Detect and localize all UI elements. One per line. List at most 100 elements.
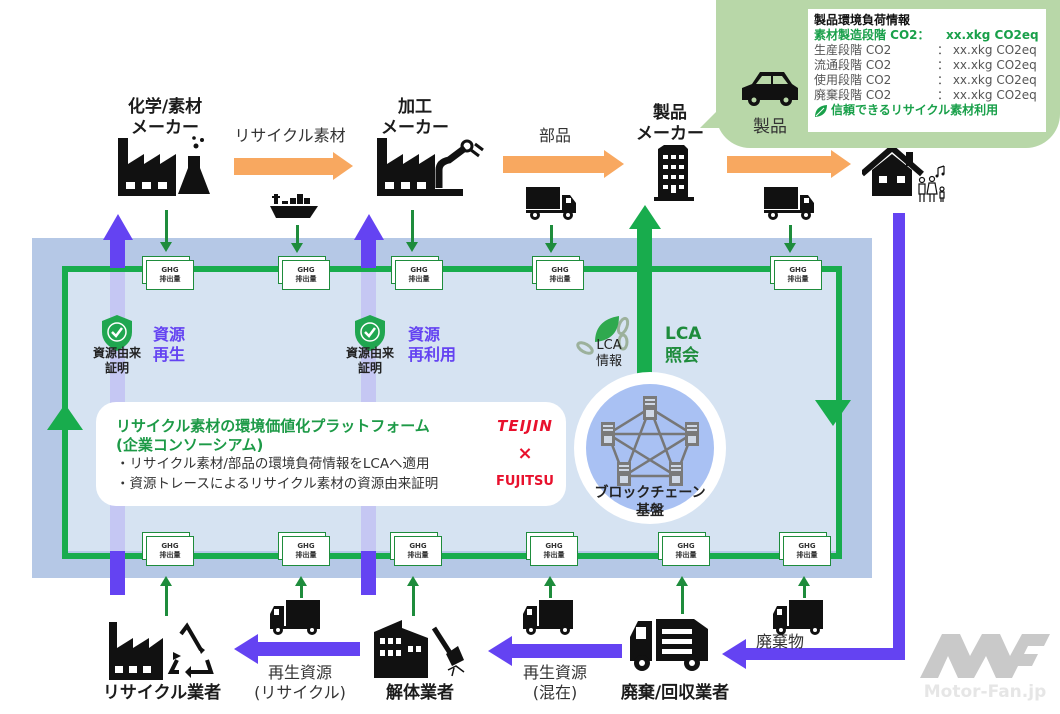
label-waste: 廃棄物 — [755, 632, 804, 651]
flow-parts — [503, 156, 605, 173]
blockchain-network-icon — [601, 396, 699, 486]
ghg-arrow-up — [407, 576, 419, 616]
teijin-logo: TEIJIN — [497, 417, 553, 435]
ghg-arrow-up — [544, 576, 556, 598]
resource-flow-up-1 — [110, 240, 125, 268]
waste-flow-left — [745, 648, 905, 660]
label-recycle-resource: 再生資源 (リサイクル) — [254, 663, 346, 702]
ghg-label: GHG — [161, 542, 179, 550]
garbage-truck-icon — [630, 619, 708, 671]
recycle-resource-flow — [256, 642, 360, 656]
ghg-label: GHG — [409, 542, 427, 550]
ghg-arrow-up — [676, 576, 688, 614]
ghg-sublabel: 排出量 — [675, 551, 697, 559]
platform-bullet: ・リサイクル素材/部品の環境負荷情報をLCAへ適用 — [116, 456, 430, 472]
bubble-pointer — [700, 88, 740, 128]
ghg-label: GHG — [789, 266, 807, 274]
ghg-arrow-down — [291, 225, 303, 253]
mixed-resource-arrowhead — [488, 636, 512, 666]
flow-arrowhead-1 — [333, 152, 353, 180]
office-building-icon — [654, 145, 694, 201]
ghg-sublabel: 排出量 — [796, 551, 818, 559]
platform-subtitle: (企業コンソーシアム) — [116, 436, 264, 454]
loop-arrow-down — [815, 400, 851, 426]
product-info-panel: 製品環境負荷情報 素材製造段階 CO2： xx.xkg CO2eq 生産段階 C… — [808, 9, 1046, 132]
platform-bullet: ・資源トレースによるリサイクル素材の資源由来証明 — [116, 476, 439, 492]
waste-arrowhead — [722, 639, 746, 669]
lca-query-label: LCA 照会 — [665, 324, 702, 366]
label-recycled-material: リサイクル素材 — [234, 126, 346, 145]
actor-product-maker: 製品 メーカー — [636, 103, 704, 144]
shield-check-icon — [355, 315, 385, 351]
ghg-arrow-down — [160, 210, 172, 252]
ghg-sublabel: 排出量 — [543, 551, 565, 559]
flow-arrowhead-2 — [604, 150, 624, 178]
info-row-value: ： xx.xkg CO2eq — [937, 88, 1037, 102]
truck-icon — [764, 187, 814, 220]
resource-flow-up-2b — [361, 551, 376, 595]
ghg-arrow-down — [406, 210, 418, 252]
flow-recycled-material — [234, 158, 334, 175]
leaf-icon — [815, 104, 827, 117]
motor-fan-logo-icon — [920, 634, 1050, 678]
info-row: 使用段階 CO2 ： xx.xkg CO2eq — [814, 73, 1040, 88]
fujitsu-logo: FUJITSU — [496, 474, 554, 489]
resource-reuse-label: 資源 再利用 — [408, 325, 457, 364]
watermark-text: Motor-Fan.jp — [923, 682, 1047, 702]
platform-title: リサイクル素材の環境価値化プラットフォーム — [116, 417, 430, 435]
ghg-arrow-up — [798, 576, 810, 598]
ghg-label: GHG — [297, 266, 315, 274]
actor-demolition: 解体業者 — [386, 683, 454, 703]
product-info-title: 製品環境負荷情報 — [814, 13, 911, 27]
ghg-label: GHG — [677, 542, 695, 550]
info-row-label: 生産段階 CO2 — [814, 43, 892, 57]
info-row: 流通段階 CO2： xx.xkg CO2eq — [814, 58, 1040, 73]
ghg-sublabel: 排出量 — [295, 275, 317, 283]
info-row-label: 流通段階 CO2 — [814, 58, 892, 72]
recycle-resource-arrowhead — [234, 634, 258, 664]
times-symbol: × — [517, 443, 533, 464]
ghg-sublabel: 排出量 — [159, 551, 181, 559]
shield-check-icon — [102, 315, 132, 351]
leaf-chain-icon — [576, 316, 630, 355]
recycling-factory-icon — [109, 622, 214, 680]
trusted-recycle-row: 信頼できるリサイクル素材利用 — [814, 103, 1040, 118]
lca-info-label: LCA 情報 — [595, 338, 622, 369]
ghg-sublabel: 排出量 — [787, 275, 809, 283]
flow-product — [727, 156, 832, 173]
info-row-value: ： xx.xkg CO2eq — [937, 73, 1037, 87]
info-row-material: 素材製造段階 CO2： xx.xkg CO2eq — [814, 28, 1040, 43]
resource-regeneration-label: 資源 再生 — [153, 325, 186, 364]
platform-description-card: リサイクル素材の環境価値化プラットフォーム (企業コンソーシアム) ・リサイクル… — [96, 402, 566, 506]
truck-icon — [526, 187, 576, 220]
truck-icon — [270, 600, 320, 635]
ghg-label: GHG — [551, 266, 569, 274]
product-label: 製品 — [753, 117, 787, 137]
demolition-building-icon — [374, 620, 465, 678]
ghg-arrow-down — [545, 225, 557, 253]
ghg-label: GHG — [545, 542, 563, 550]
info-row-label: 素材製造段階 CO2： — [814, 28, 930, 42]
info-row-label: 使用段階 CO2 — [814, 73, 892, 87]
mixed-resource-flow — [510, 644, 622, 658]
info-row-value: xx.xkg CO2eq — [946, 28, 1039, 42]
lca-query-arrowhead — [629, 205, 661, 229]
ghg-sublabel: 排出量 — [295, 551, 317, 559]
actor-processing-maker: 加工 メーカー — [381, 97, 449, 138]
ghg-arrow-up — [295, 576, 307, 598]
ghg-label: GHG — [297, 542, 315, 550]
resource-flow-up-1b — [110, 551, 125, 595]
info-row-value: ： xx.xkg CO2eq — [937, 43, 1037, 57]
ghg-sublabel: 排出量 — [549, 275, 571, 283]
resource-arrowhead-2 — [354, 214, 384, 240]
truck-icon — [773, 600, 823, 635]
actor-waste-collector: 廃棄/回収業者 — [620, 683, 730, 703]
car-icon — [742, 72, 798, 106]
ghg-sublabel: 排出量 — [407, 551, 429, 559]
